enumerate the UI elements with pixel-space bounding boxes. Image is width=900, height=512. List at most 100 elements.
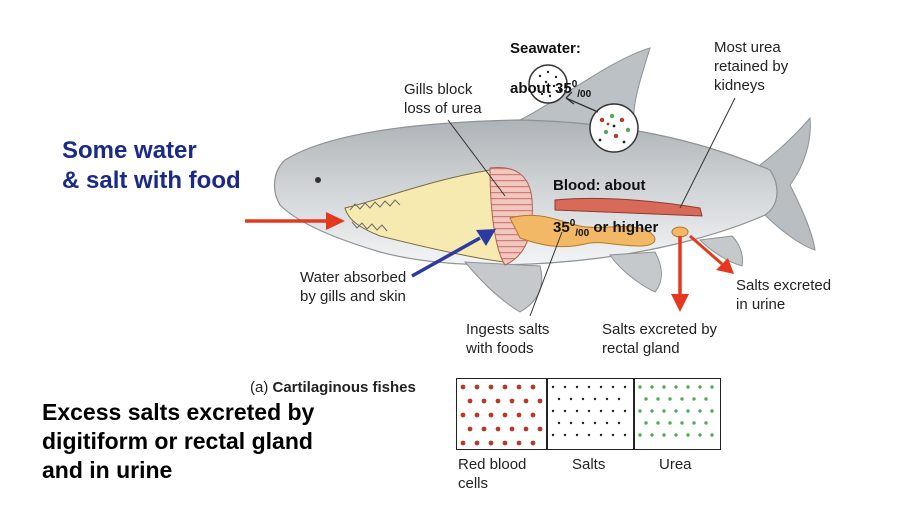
key-dot (599, 385, 603, 389)
key-dot (593, 397, 597, 401)
key-dot (467, 426, 473, 432)
ingests-salts-leader (529, 231, 563, 317)
key-label-red-blood-cells: Red blood cells (458, 456, 527, 492)
key-dot (502, 412, 508, 418)
key-dot (656, 421, 660, 425)
key-dot (680, 421, 684, 425)
key-dot (698, 385, 702, 389)
key-dot (662, 385, 666, 389)
ingests-salts-label: Ingests salts with foods (466, 321, 550, 357)
gills (489, 166, 533, 266)
key-red-blood-cells-box (456, 378, 548, 450)
key-dot (611, 385, 615, 389)
key-dot (467, 398, 473, 404)
seawater-label: Seawater: about 350/00 (510, 40, 592, 100)
pelvic-fin (609, 251, 662, 293)
key-dot (704, 397, 708, 401)
kidney (554, 197, 703, 217)
key-dot (563, 385, 567, 389)
key-dot (638, 409, 642, 413)
key-dot (686, 385, 690, 389)
blood-sample-dots (598, 113, 631, 144)
key-dot (557, 397, 561, 401)
seawater-salt-dots (536, 70, 562, 98)
key-dot (599, 433, 603, 437)
key-dot (481, 398, 487, 404)
key-dot (710, 433, 714, 437)
water-absorbed-label: Water absorbed by gills and skin (300, 269, 407, 305)
intestine (509, 214, 656, 248)
salts-rectal-label: Salts excreted by rectal gland (602, 321, 718, 357)
key-dot (495, 398, 501, 404)
key-dot (686, 433, 690, 437)
key-dot (668, 397, 672, 401)
key-dot (488, 440, 494, 446)
key-dot (575, 409, 579, 413)
key-dot (509, 398, 515, 404)
most-urea-label: Most urea retained by kidneys (714, 39, 789, 94)
key-dot (537, 426, 543, 432)
key-dot (611, 409, 615, 413)
key-dot (686, 409, 690, 413)
key-dot (523, 398, 529, 404)
water-absorbed-arrow (411, 236, 481, 278)
key-dot (674, 385, 678, 389)
key-dot (710, 385, 714, 389)
key-dot (623, 433, 627, 437)
key-dot (537, 398, 543, 404)
key-dot (698, 433, 702, 437)
key-dot (650, 385, 654, 389)
key-dot (581, 397, 585, 401)
key-dot (680, 397, 684, 401)
excess-salts-label: Excess salts excreted by digitiform or r… (42, 399, 315, 483)
urine-excretion-arrow (689, 234, 723, 266)
key-dot (502, 384, 508, 390)
gills-block-label: Gills block loss of urea (404, 81, 482, 117)
key-dot (605, 421, 609, 425)
key-dot (569, 397, 573, 401)
anal-fin (698, 235, 743, 267)
key-dot (587, 385, 591, 389)
key-dot (495, 426, 501, 432)
key-dot (638, 433, 642, 437)
salts-urine-label: Salts excreted in urine (736, 277, 832, 313)
key-dot (530, 440, 536, 446)
key-dot (650, 409, 654, 413)
key-dot (617, 421, 621, 425)
key-label-urea: Urea (659, 456, 692, 473)
key-dot (563, 409, 567, 413)
key-dot (611, 433, 615, 437)
key-dot (488, 412, 494, 418)
key-dot (662, 433, 666, 437)
key-dot (530, 412, 536, 418)
key-dot (460, 412, 466, 418)
key-dot (662, 409, 666, 413)
key-dot (474, 384, 480, 390)
seawater-sample-circle (528, 64, 568, 104)
key-dot (638, 385, 642, 389)
key-dot (623, 385, 627, 389)
key-dot (460, 384, 466, 390)
key-dot (551, 409, 555, 413)
figure-caption: (a) Cartilaginous fishes (250, 379, 416, 396)
key-dot (623, 409, 627, 413)
key-dot (488, 384, 494, 390)
key-dot (569, 421, 573, 425)
key-dot (587, 409, 591, 413)
key-dot (644, 397, 648, 401)
key-dot (563, 433, 567, 437)
shark-eye (315, 177, 321, 183)
key-dot (551, 385, 555, 389)
key-dot (650, 433, 654, 437)
key-dot (575, 385, 579, 389)
key-urea-box (633, 378, 721, 450)
key-dot (557, 421, 561, 425)
key-dot (575, 433, 579, 437)
key-dot (593, 421, 597, 425)
key-dot (668, 421, 672, 425)
key-dot (481, 426, 487, 432)
key-dot (710, 409, 714, 413)
key-dot (692, 421, 696, 425)
key-dot (474, 440, 480, 446)
key-dot (605, 397, 609, 401)
